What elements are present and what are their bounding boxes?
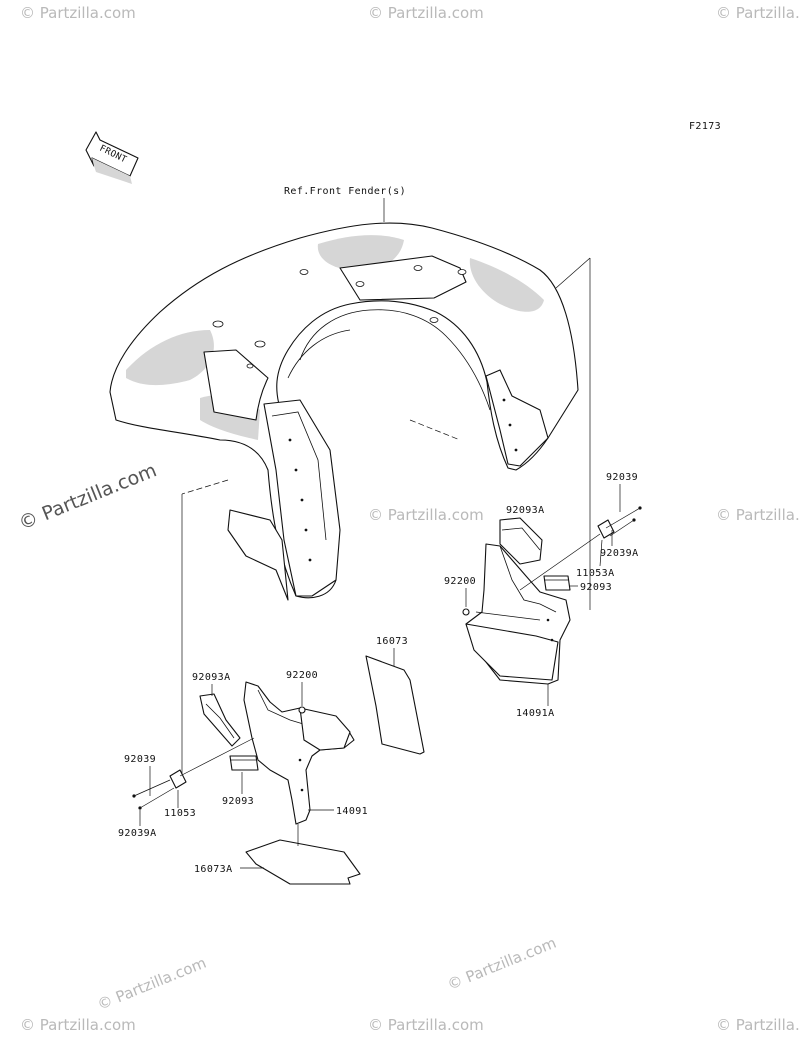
part-11053: 11053 — [164, 808, 196, 819]
nut-92200-right — [462, 608, 470, 616]
watermark: © Partzilla.com — [20, 4, 136, 22]
part-14091A: 14091A — [516, 708, 555, 719]
watermark: © Partzilla.com — [716, 4, 800, 22]
leader-line — [555, 257, 591, 289]
leader-line — [599, 539, 603, 567]
part-11053A: 11053A — [576, 568, 615, 579]
part-92093A-left: 92093A — [192, 672, 231, 683]
panel-16073A — [245, 839, 361, 885]
watermark: © Partzilla.com — [20, 1016, 136, 1034]
pad-92093-left — [229, 755, 259, 771]
left-mud-guard — [243, 681, 355, 825]
clip-11053 — [132, 737, 255, 810]
part-16073A: 16073A — [194, 864, 233, 875]
watermark: © Partzilla.com — [368, 4, 484, 22]
dashed-line — [181, 479, 229, 495]
fender-holes — [212, 265, 467, 369]
nut-92200-left — [298, 706, 306, 714]
watermark-main: © Partzilla.com — [16, 459, 160, 534]
pad-92093A-right — [499, 517, 543, 565]
part-92200-right: 92200 — [444, 576, 476, 587]
watermark: © Partzilla.com — [368, 506, 484, 524]
watermark: © Partzilla.com — [716, 506, 800, 524]
part-92039A-left: 92039A — [118, 828, 157, 839]
part-92200-left: 92200 — [286, 670, 318, 681]
pad-92093-right — [543, 575, 571, 591]
part-92039A-right: 92039A — [600, 548, 639, 559]
front-fender — [109, 222, 579, 601]
part-14091: 14091 — [336, 806, 368, 817]
ref-label: Ref.Front Fender(s) — [284, 186, 406, 197]
clip-11053A — [519, 506, 642, 591]
part-92093-right: 92093 — [580, 582, 612, 593]
part-92039-left: 92039 — [124, 754, 156, 765]
figure-code: F2173 — [689, 121, 721, 132]
part-92093-left: 92093 — [222, 796, 254, 807]
watermark: © Partzilla.com — [445, 934, 559, 994]
part-92093A-right: 92093A — [506, 505, 545, 516]
watermark: © Partzilla.com — [368, 1016, 484, 1034]
fender-rivets — [288, 398, 518, 562]
part-92039-right: 92039 — [606, 472, 638, 483]
right-mud-guard — [465, 543, 571, 685]
pad-92093A-left — [199, 693, 241, 747]
watermark: © Partzilla.com — [716, 1016, 800, 1034]
watermark: © Partzilla.com — [95, 954, 209, 1014]
front-arrow-icon: FRONT — [85, 131, 139, 184]
dashed-line — [409, 419, 461, 441]
part-16073: 16073 — [376, 636, 408, 647]
panel-16073 — [365, 655, 425, 755]
